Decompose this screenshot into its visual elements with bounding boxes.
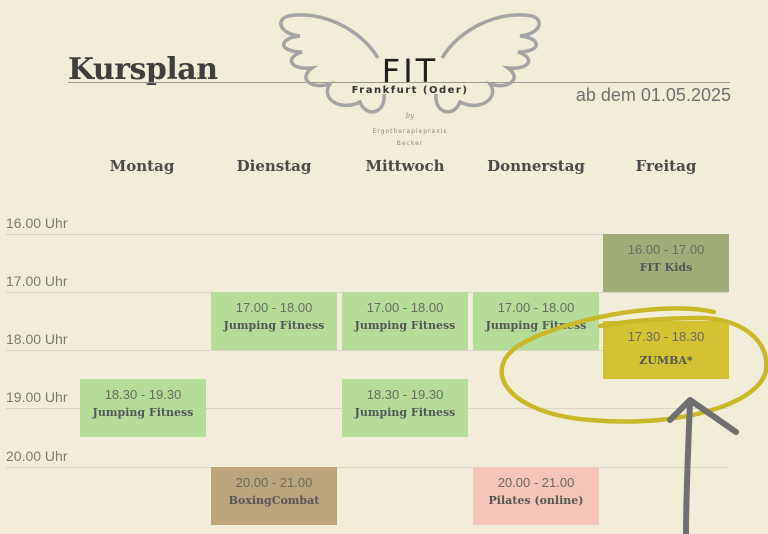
- day-thursday: Donnerstag: [487, 157, 585, 175]
- day-monday: Montag: [109, 157, 175, 175]
- class-block-jumping-wed-evening: 18.30 - 19.30 Jumping Fitness: [342, 379, 468, 437]
- time-gridline: [6, 350, 728, 351]
- class-block-fit-kids: 16.00 - 17.00 FIT Kids: [603, 234, 729, 292]
- fit-logo: FIT Frankfurt (Oder) by Ergotherapieprax…: [270, 8, 550, 148]
- logo-wordmark: FIT: [381, 52, 439, 90]
- class-block-jumping-thu: 17.00 - 18.00 Jumping Fitness: [473, 292, 599, 350]
- day-tuesday: Dienstag: [236, 157, 312, 175]
- class-time: 20.00 - 21.00: [497, 475, 575, 490]
- class-time: 17.00 - 18.00: [366, 300, 444, 315]
- logo-practice-owner: Becker: [396, 140, 424, 147]
- class-time: 17.00 - 18.00: [235, 300, 313, 315]
- class-block-pilates: 20.00 - 21.00 Pilates (online): [473, 467, 599, 525]
- class-block-jumping-mon: 18.30 - 19.30 Jumping Fitness: [80, 379, 206, 437]
- class-name: ZUMBA*: [639, 354, 693, 367]
- logo-city: Frankfurt (Oder): [351, 85, 469, 96]
- class-name: BoxingCombat: [228, 494, 320, 507]
- day-friday: Freitag: [635, 157, 697, 175]
- time-label-18: 18.00 Uhr: [6, 331, 68, 347]
- time-label-17: 17.00 Uhr: [6, 273, 68, 289]
- time-gridline: [6, 467, 728, 468]
- time-label-20: 20.00 Uhr: [6, 448, 68, 464]
- class-time: 17.30 - 18.30: [627, 329, 705, 344]
- class-time: 18.30 - 19.30: [366, 387, 444, 402]
- class-block-jumping-wed: 17.00 - 18.00 Jumping Fitness: [342, 292, 468, 350]
- day-wednesday: Mittwoch: [365, 157, 445, 175]
- logo-practice: Ergotherapiepraxis: [372, 128, 448, 135]
- class-block-zumba: 17.30 - 18.30 ZUMBA*: [603, 321, 729, 379]
- class-block-boxing: 20.00 - 21.00 BoxingCombat: [211, 467, 337, 525]
- class-time: 20.00 - 21.00: [235, 475, 313, 490]
- time-label-16: 16.00 Uhr: [6, 215, 68, 231]
- class-time: 16.00 - 17.00: [627, 242, 705, 257]
- class-name: Pilates (online): [488, 494, 584, 507]
- valid-from-date: ab dem 01.05.2025: [575, 85, 731, 105]
- class-name: Jumping Fitness: [223, 319, 325, 332]
- class-name: Jumping Fitness: [92, 406, 194, 419]
- page-title: Kursplan: [68, 52, 218, 87]
- class-name: Jumping Fitness: [354, 319, 456, 332]
- time-gridline: [6, 234, 728, 235]
- class-name: FIT Kids: [639, 261, 693, 274]
- wings-icon: [279, 13, 541, 114]
- class-time: 17.00 - 18.00: [497, 300, 575, 315]
- class-name: Jumping Fitness: [485, 319, 587, 332]
- logo-by: by: [405, 112, 415, 120]
- class-time: 18.30 - 19.30: [104, 387, 182, 402]
- class-block-jumping-tue: 17.00 - 18.00 Jumping Fitness: [211, 292, 337, 350]
- class-name: Jumping Fitness: [354, 406, 456, 419]
- time-label-19: 19.00 Uhr: [6, 389, 68, 405]
- header-rule: [68, 82, 730, 83]
